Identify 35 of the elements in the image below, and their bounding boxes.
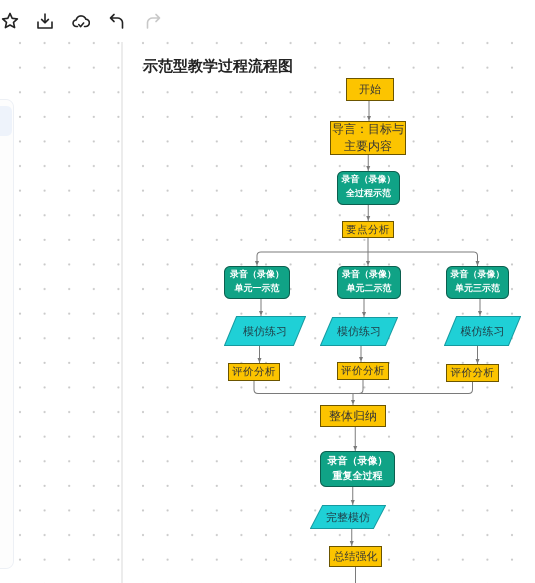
- io-parallelogram: 模仿练习: [320, 317, 398, 346]
- arrow: [353, 426, 358, 452]
- io-parallelogram: 模仿练习: [444, 316, 521, 346]
- arrow: [367, 100, 371, 122]
- arrow: [478, 298, 482, 316]
- process-box: 开始: [346, 78, 394, 101]
- arrow: [350, 528, 354, 546]
- rounded-box: 录音（录像）单元二示范: [337, 266, 401, 299]
- io-parallelogram: 完整模仿: [310, 505, 386, 529]
- io-parallelogram: 模仿练习: [224, 316, 306, 346]
- arrow: [258, 346, 262, 364]
- arrow: [255, 252, 368, 266]
- arrow: [359, 346, 363, 362]
- arrow: [351, 393, 355, 406]
- arrow: [259, 298, 263, 316]
- rounded-box: 录音（录像）重复全过程: [320, 451, 395, 487]
- arrow: [368, 252, 480, 266]
- process-box: 评价分析: [337, 362, 389, 380]
- rounded-box: 录音（录像）全过程示范: [337, 171, 400, 205]
- arrow: [366, 252, 370, 266]
- rounded-box: 录音（录像）单元三示范: [446, 266, 509, 299]
- process-box: 整体归纳: [320, 405, 386, 427]
- connector-line: [355, 566, 356, 583]
- title: 示范型教学过程流程图: [143, 57, 293, 76]
- process-box: 导言：目标与主要内容: [330, 121, 406, 155]
- process-box: 总结强化: [329, 546, 382, 567]
- rounded-box: 录音（录像）单元一示范: [224, 266, 290, 299]
- arrow: [366, 204, 370, 222]
- arrow: [366, 154, 370, 172]
- arrow: [350, 486, 355, 506]
- process-box: 评价分析: [228, 363, 280, 381]
- arrow: [476, 346, 480, 364]
- process-box: 要点分析: [342, 221, 394, 238]
- process-box: 评价分析: [446, 364, 499, 382]
- arrow: [362, 298, 366, 318]
